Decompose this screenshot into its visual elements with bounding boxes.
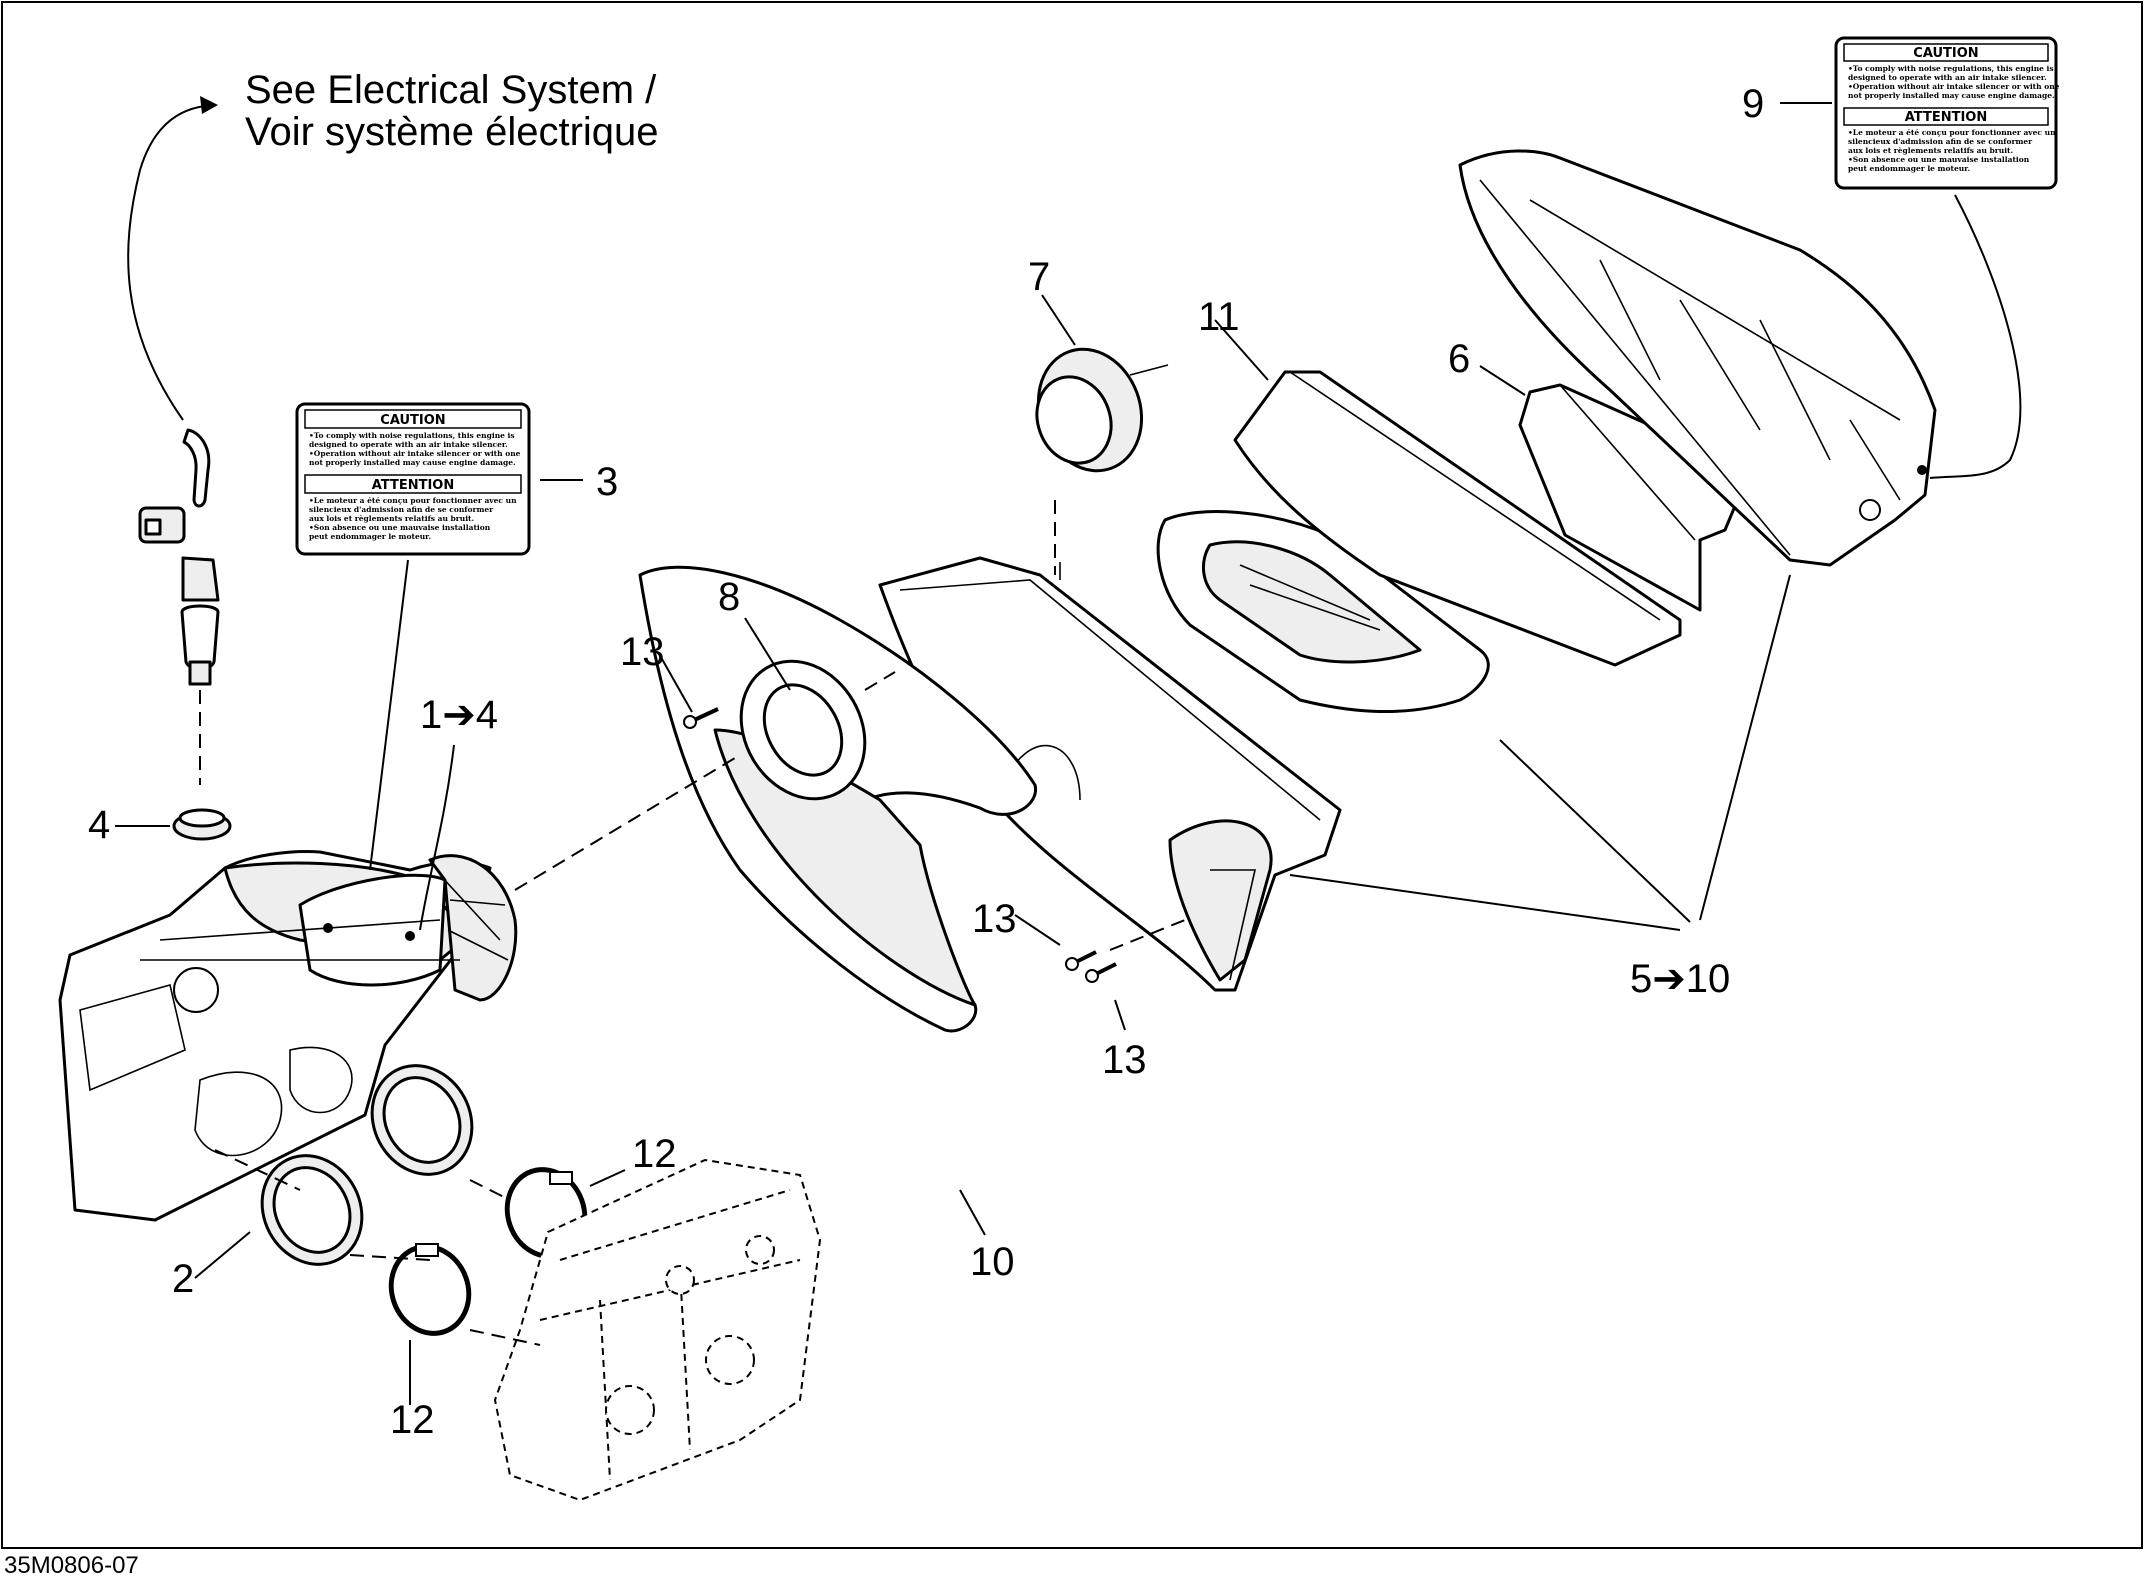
reference-note-line2: Voir système électrique [245,110,659,154]
callout-7: 7 [1028,255,1050,299]
sensor-assembly [138,428,220,785]
figure-id: 35M0806-07 [4,1552,139,1579]
callout-12-top: 12 [632,1132,677,1176]
warning-label-3: CAUTION •To comply with noise regulation… [295,402,531,556]
alignment-lines [214,500,1186,1346]
svg-text:•Operation without air intake: •Operation without air intake silencer o… [1848,82,2060,91]
svg-text:ATTENTION: ATTENTION [1905,110,1987,125]
callout-6: 6 [1448,337,1470,381]
svg-text:peut endommager le moteur.: peut endommager le moteur. [309,532,431,541]
lower-intake-housing [58,850,518,1222]
callout-5-10: 5➔10 [1630,957,1730,1001]
reference-note-line1: See Electrical System / [245,68,657,112]
reference-arrowhead [200,96,218,114]
svg-text:•Le moteur a été conçu pour fo: •Le moteur a été conçu pour fonctionner … [309,496,517,505]
hose-clamps [388,1167,588,1336]
silencer-pad [1518,383,1752,612]
svg-text:designed to operate with an ai: designed to operate with an air intake s… [309,440,508,449]
warning-label-9: CAUTION •To comply with noise regulation… [1834,36,2060,190]
leader-lines [115,102,2022,1405]
svg-text:aux lois et règlements relatif: aux lois et règlements relatifs au bruit… [309,514,474,523]
rubber-adapters [260,1064,474,1266]
callout-13-low: 13 [1102,1038,1147,1082]
reference-arrow [127,105,206,421]
top-cover [1458,149,1937,567]
callout-3: 3 [596,460,618,504]
callout-2: 2 [172,1257,194,1301]
svg-text:•To comply with noise regulati: •To comply with noise regulations, this … [309,431,515,440]
svg-text:silencieux d'admission afin de: silencieux d'admission afin de se confor… [309,505,494,514]
callout-1-4: 1➔4 [420,693,498,737]
callout-4: 4 [88,803,110,847]
callout-8: 8 [718,575,740,619]
callout-12-bottom: 12 [390,1398,435,1442]
svg-text:peut endommager le moteur.: peut endommager le moteur. [1848,164,1970,173]
svg-text:ATTENTION: ATTENTION [372,478,454,493]
svg-text:not properly installed may cau: not properly installed may cause engine … [309,458,516,467]
svg-text:aux lois et règlements relatif: aux lois et règlements relatifs au bruit… [1848,146,2013,155]
svg-text:not properly installed may cau: not properly installed may cause engine … [1848,91,2055,100]
callout-9: 9 [1742,82,1764,126]
svg-text:CAUTION: CAUTION [380,413,445,428]
callout-10: 10 [970,1240,1015,1284]
diagram-frame [1,1,2143,1549]
seal-ring [739,659,867,801]
callout-13-mid: 13 [972,897,1017,941]
svg-text:CAUTION: CAUTION [1913,46,1978,61]
screws [683,707,1117,983]
engine-outline [493,1158,822,1502]
svg-text:•Le moteur a été conçu pour fo: •Le moteur a été conçu pour fonctionner … [1848,128,2056,137]
svg-text:•To comply with noise regulati: •To comply with noise regulations, this … [1848,64,2054,73]
filter-element [1156,510,1490,713]
sponge-element [1233,370,1682,667]
intake-frame [878,556,1342,992]
callout-13-left: 13 [620,630,665,674]
svg-text:•Operation without air intake: •Operation without air intake silencer o… [309,449,521,458]
svg-text:silencieux d'admission afin de: silencieux d'admission afin de se confor… [1848,137,2033,146]
outlet-cap [1035,347,1169,473]
callout-11: 11 [1198,295,1240,339]
svg-text:designed to operate with an ai: designed to operate with an air intake s… [1848,73,2047,82]
svg-text:•Son absence ou une mauvaise i: •Son absence ou une mauvaise installatio… [309,523,491,532]
svg-text:•Son absence ou une mauvaise i: •Son absence ou une mauvaise installatio… [1848,155,2030,164]
grommet [172,808,232,841]
